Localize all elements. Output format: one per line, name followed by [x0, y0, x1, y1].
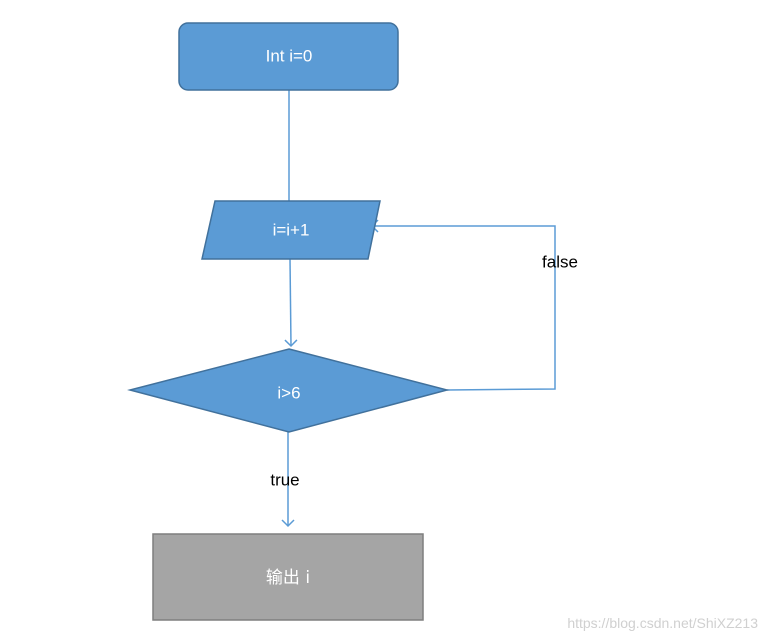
increment-node: i=i+1	[201, 200, 381, 260]
condition-node-label: i>6	[277, 383, 300, 402]
connector-false-loop	[370, 219, 556, 391]
start-node: Int i=0	[178, 22, 399, 91]
output-node: 输出 i	[152, 533, 424, 621]
condition-node: i>6	[127, 348, 450, 433]
true-edge-label: true	[270, 470, 299, 489]
watermark: https://blog.csdn.net/ShiXZ213	[567, 615, 758, 631]
output-node-label: 输出 i	[266, 568, 310, 588]
increment-node-label: i=i+1	[273, 220, 310, 239]
connector-increment-to-condition	[284, 258, 298, 348]
start-node-label: Int i=0	[266, 46, 313, 65]
false-edge-label: false	[542, 252, 578, 271]
